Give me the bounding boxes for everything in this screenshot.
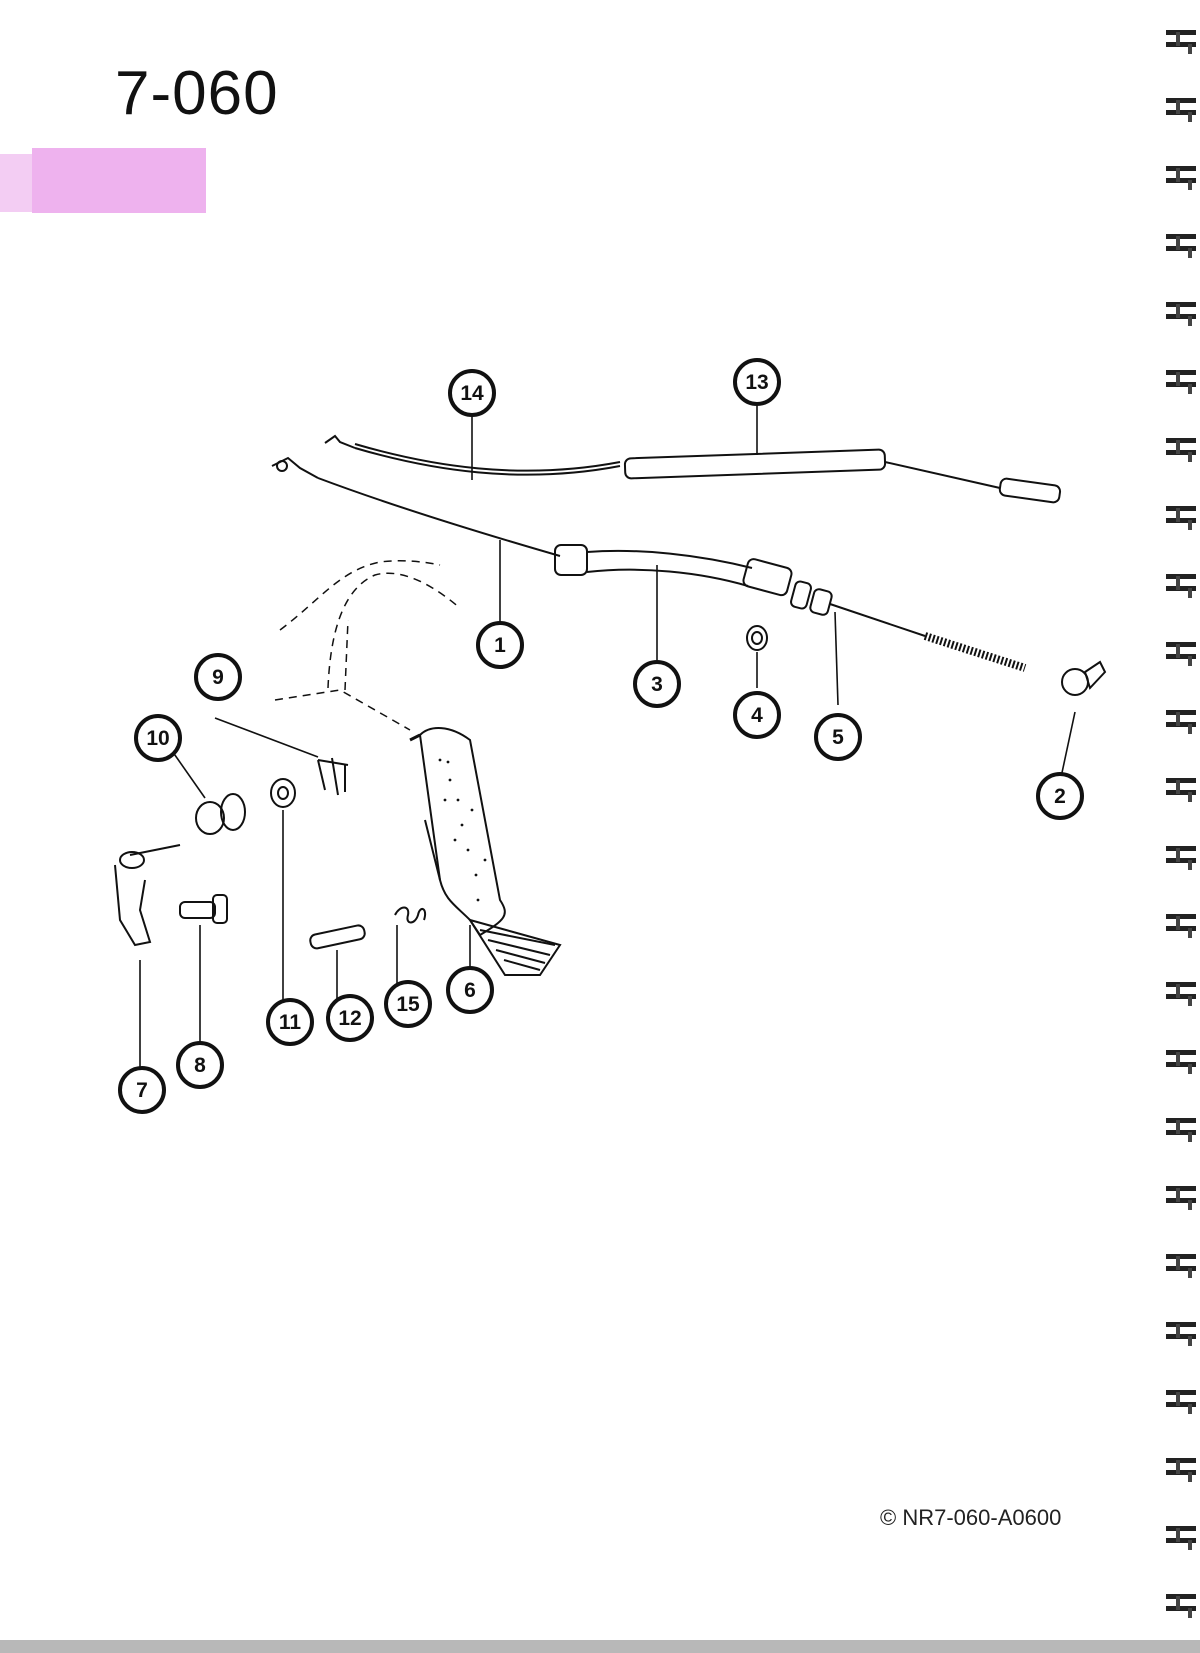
svg-text:13: 13: [745, 371, 768, 394]
binding-coil: [1166, 1526, 1196, 1550]
svg-text:4: 4: [751, 704, 763, 727]
part-15-spring: [394, 906, 427, 924]
binding-coil: [1166, 438, 1196, 462]
binding-coil: [1166, 710, 1196, 734]
callout-13: 13: [733, 358, 781, 406]
callout-5: 5: [814, 713, 862, 761]
svg-text:11: 11: [279, 1011, 302, 1034]
part-8-bolt: [179, 894, 228, 924]
body-outline-dashed: [274, 560, 461, 731]
svg-text:14: 14: [460, 382, 484, 405]
binding-coil: [1166, 1322, 1196, 1346]
svg-text:3: 3: [651, 673, 663, 696]
svg-text:12: 12: [338, 1007, 361, 1030]
pedal-pad-ribs: [479, 929, 556, 971]
pedal-dot-texture: [438, 758, 487, 902]
parts-diagram: 14 13 1 3 4 5 2 9 10 6 11 12 15 8 7: [114, 358, 1107, 1114]
binding-coil: [1166, 1050, 1196, 1074]
binding-coil: [1166, 982, 1196, 1006]
callout-12: 12: [326, 994, 374, 1042]
binding-coil: [1166, 1458, 1196, 1482]
part-10-bushing: [195, 793, 246, 835]
binding-coil: [1166, 1594, 1196, 1618]
binding-coil: [1166, 846, 1196, 870]
callout-11: 11: [266, 998, 314, 1046]
cable-1-inner: [271, 456, 561, 557]
binding-coil: [1166, 642, 1196, 666]
binding-coil: [1166, 506, 1196, 530]
callout-4: 4: [733, 691, 781, 739]
part-9-clip: [317, 757, 349, 796]
pink-tab-marker: [0, 148, 206, 213]
svg-text:7: 7: [136, 1079, 148, 1102]
part-2-wing-nut: [1061, 660, 1107, 696]
callout-1: 1: [476, 621, 524, 669]
cable-13-housing: [623, 448, 1062, 504]
accelerator-pedal-6: [409, 727, 562, 976]
copyright-notice: © NR7-060-A0600: [880, 1505, 1062, 1530]
binding-coil: [1166, 914, 1196, 938]
svg-text:15: 15: [396, 993, 420, 1016]
binding-coil: [1166, 1118, 1196, 1142]
part-11-washer: [270, 778, 296, 808]
svg-text:8: 8: [194, 1054, 206, 1077]
callout-14: 14: [448, 369, 496, 417]
svg-text:5: 5: [832, 726, 844, 749]
callout-3: 3: [633, 660, 681, 708]
callout-6: 6: [446, 966, 494, 1014]
leader-lines: [139, 377, 1076, 1068]
callout-8: 8: [176, 1041, 224, 1089]
cable-3-outer: [554, 544, 1027, 672]
svg-text:10: 10: [146, 727, 169, 750]
binding-coil: [1166, 1254, 1196, 1278]
page-number: 7-060: [115, 59, 279, 128]
binding-coil: [1166, 234, 1196, 258]
callout-10: 10: [134, 714, 182, 762]
page-bottom-edge: [0, 1640, 1200, 1653]
binding-coil: [1166, 30, 1196, 54]
binding-coil: [1166, 1186, 1196, 1210]
callout-9: 9: [194, 653, 242, 701]
svg-text:6: 6: [464, 979, 476, 1002]
binding-coil: [1166, 574, 1196, 598]
binding-coil: [1166, 166, 1196, 190]
callout-15: 15: [384, 980, 432, 1028]
part-7-lever: [114, 844, 181, 947]
svg-text:9: 9: [212, 666, 224, 689]
binding-coil: [1166, 1390, 1196, 1414]
binding-coil: [1166, 98, 1196, 122]
spiral-binding: [1166, 30, 1196, 1618]
svg-text:2: 2: [1054, 785, 1066, 808]
callout-7: 7: [118, 1066, 166, 1114]
part-12-pin: [309, 924, 366, 950]
part-4-washer: [746, 625, 768, 651]
callout-2: 2: [1036, 772, 1084, 820]
cable-14-part: [324, 434, 621, 476]
svg-text:1: 1: [494, 634, 506, 657]
binding-coil: [1166, 778, 1196, 802]
binding-coil: [1166, 370, 1196, 394]
binding-coil: [1166, 302, 1196, 326]
